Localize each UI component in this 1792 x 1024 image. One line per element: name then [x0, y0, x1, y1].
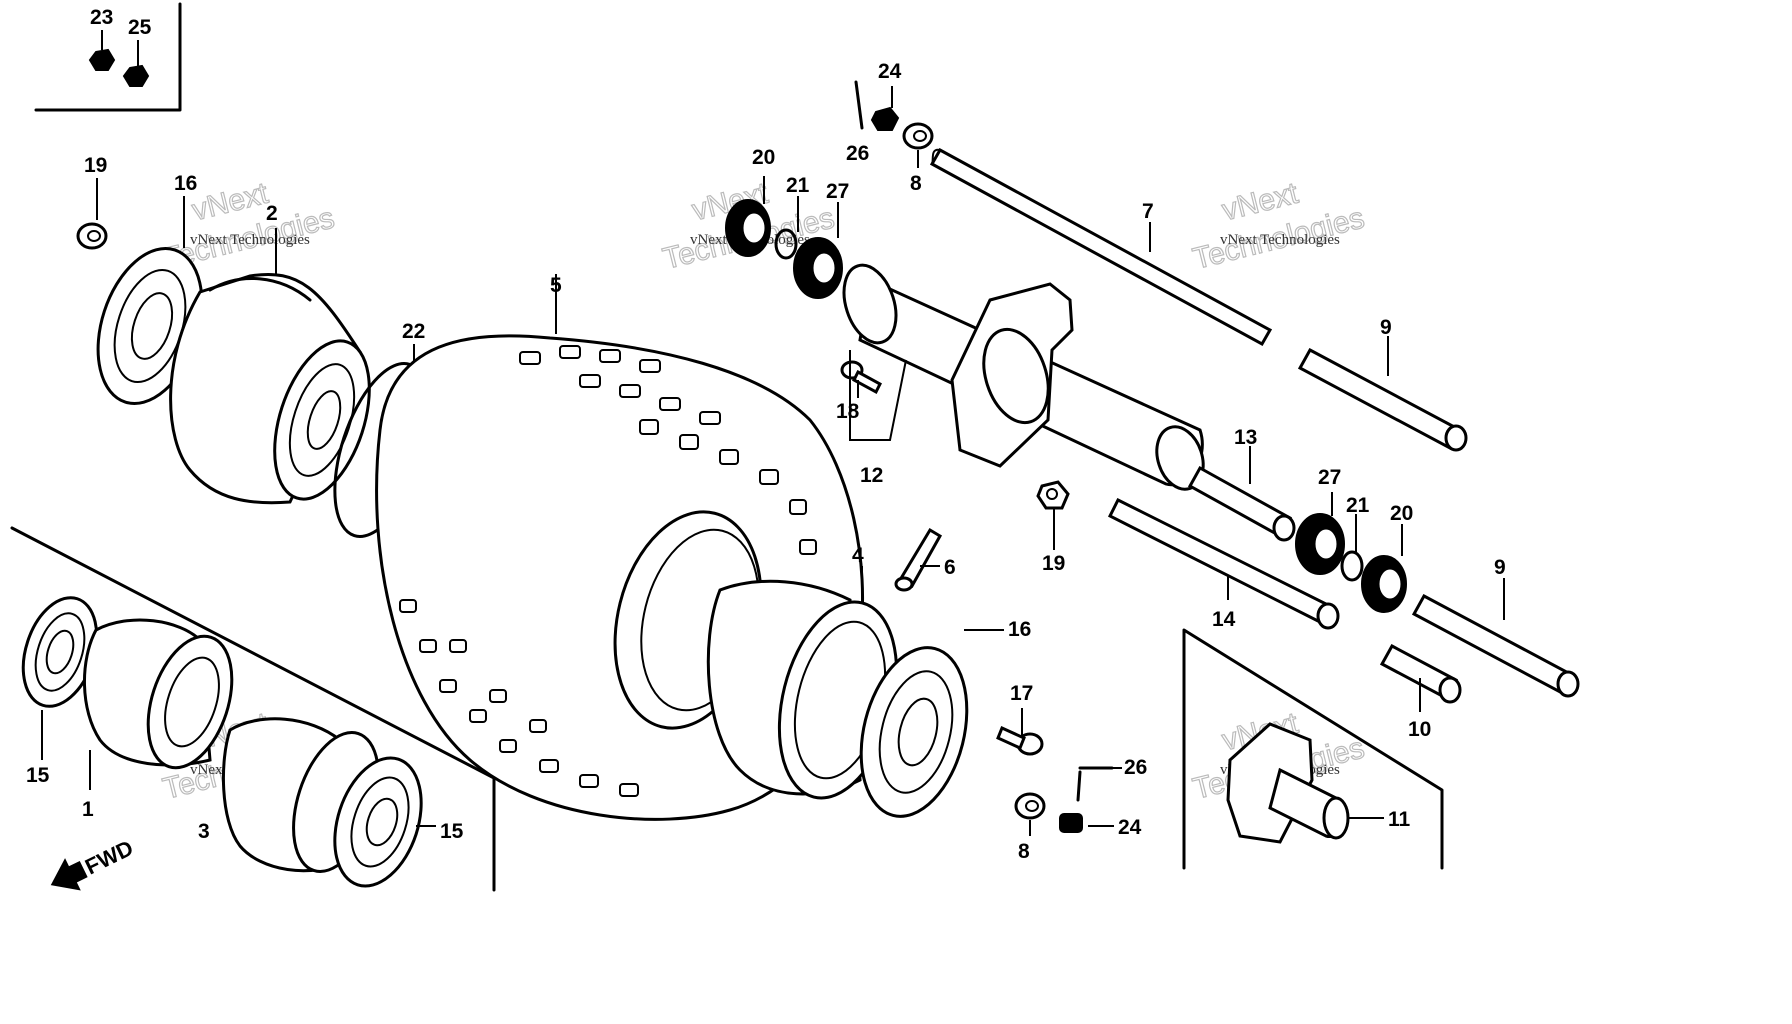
label-15-left: 15: [26, 764, 50, 787]
rim-half-2: [96, 196, 371, 505]
label-13: 13: [1234, 426, 1257, 449]
bolt-17: [996, 708, 1044, 756]
nut-19-center: [1036, 480, 1070, 550]
hub-plate-16-lower: [859, 629, 1004, 818]
label-21-upper: 21: [786, 174, 810, 197]
axle-housing-12: [842, 263, 1205, 491]
label-19-center: 19: [1042, 552, 1065, 575]
label-12: 12: [860, 464, 883, 487]
svg-text:vNext Technologies: vNext Technologies: [190, 232, 310, 248]
label-8-lower: 8: [1018, 840, 1030, 863]
label-2: 2: [266, 202, 278, 225]
fwd-label: FWD: [81, 835, 137, 879]
nut-25-icon: [122, 64, 150, 87]
seal-21-upper: [774, 196, 799, 260]
nut-23-icon: [88, 48, 116, 71]
nut-24-lower: [1059, 813, 1114, 833]
label-23: 23: [90, 6, 113, 29]
sleeve-10: [1379, 643, 1462, 712]
label-8-upper: 8: [910, 172, 922, 195]
label-6: 6: [944, 556, 956, 579]
bearing-27-upper: [793, 202, 843, 299]
label-21-lower: 21: [1346, 494, 1370, 517]
label-20-lower: 20: [1390, 502, 1413, 525]
pin-26-upper: [854, 80, 864, 130]
sleeve-9-upper: [1297, 336, 1468, 452]
label-26-lower: 26: [1124, 756, 1147, 779]
hub-plate-15-right: [333, 756, 436, 888]
label-1: 1: [82, 798, 94, 821]
label-22: 22: [402, 320, 425, 343]
rim-half-1: [82, 618, 234, 790]
fwd-indicator: FWD: [50, 835, 137, 891]
label-15-right: 15: [440, 820, 464, 843]
label-14: 14: [1212, 608, 1236, 631]
tread-pattern: [399, 345, 817, 797]
label-20-upper: 20: [752, 146, 775, 169]
label-4: 4: [852, 544, 864, 567]
inset-front-wheel: [10, 526, 496, 892]
label-16-upper: 16: [174, 172, 197, 195]
label-27-upper: 27: [826, 180, 849, 203]
inset-hub-11: [1182, 628, 1444, 870]
bearing-20-upper: [725, 176, 771, 257]
bolt-18: [840, 360, 882, 398]
label-3: 3: [198, 820, 210, 843]
label-24-upper: 24: [878, 60, 902, 83]
part-labels: 23 25 24 26 8 7 9 20 21 27 19 16 2 22 5 …: [26, 6, 1506, 863]
nut-24-upper: [870, 86, 900, 131]
axle-7: [929, 147, 1273, 347]
label-25: 25: [128, 16, 152, 39]
label-27-lower: 27: [1318, 466, 1341, 489]
washer-8-lower: [1014, 792, 1046, 836]
nut-19-upper: [76, 178, 108, 250]
label-17: 17: [1010, 682, 1033, 705]
sleeve-14: [1107, 497, 1340, 630]
label-18: 18: [836, 400, 860, 423]
pin-26-lower: [1076, 766, 1122, 802]
label-19-upper: 19: [84, 154, 107, 177]
sleeve-13: [1187, 446, 1296, 542]
svg-text:vNext Technologies: vNext Technologies: [1220, 232, 1340, 248]
rim-half-3: [221, 717, 380, 873]
label-16-lower: 16: [1008, 618, 1031, 641]
label-26-upper: 26: [846, 142, 869, 165]
sleeve-9-lower: [1411, 578, 1580, 698]
label-10: 10: [1408, 718, 1431, 741]
label-9-lower: 9: [1494, 556, 1506, 579]
watermark: vNext Technologies vNext Technologies: [1189, 176, 1368, 276]
label-5: 5: [550, 274, 562, 297]
bearing-20-lower: [1361, 524, 1407, 613]
label-24-lower: 24: [1118, 816, 1142, 839]
arrow-left-icon: [50, 858, 88, 891]
inset-nuts: [34, 2, 182, 112]
label-9-upper: 9: [1380, 316, 1392, 339]
washer-8-upper: [902, 122, 934, 168]
label-7: 7: [1142, 200, 1154, 223]
valve-6: [894, 527, 943, 592]
label-11: 11: [1388, 808, 1411, 831]
seal-21-lower: [1340, 514, 1364, 582]
bearing-27-lower: [1295, 492, 1345, 575]
